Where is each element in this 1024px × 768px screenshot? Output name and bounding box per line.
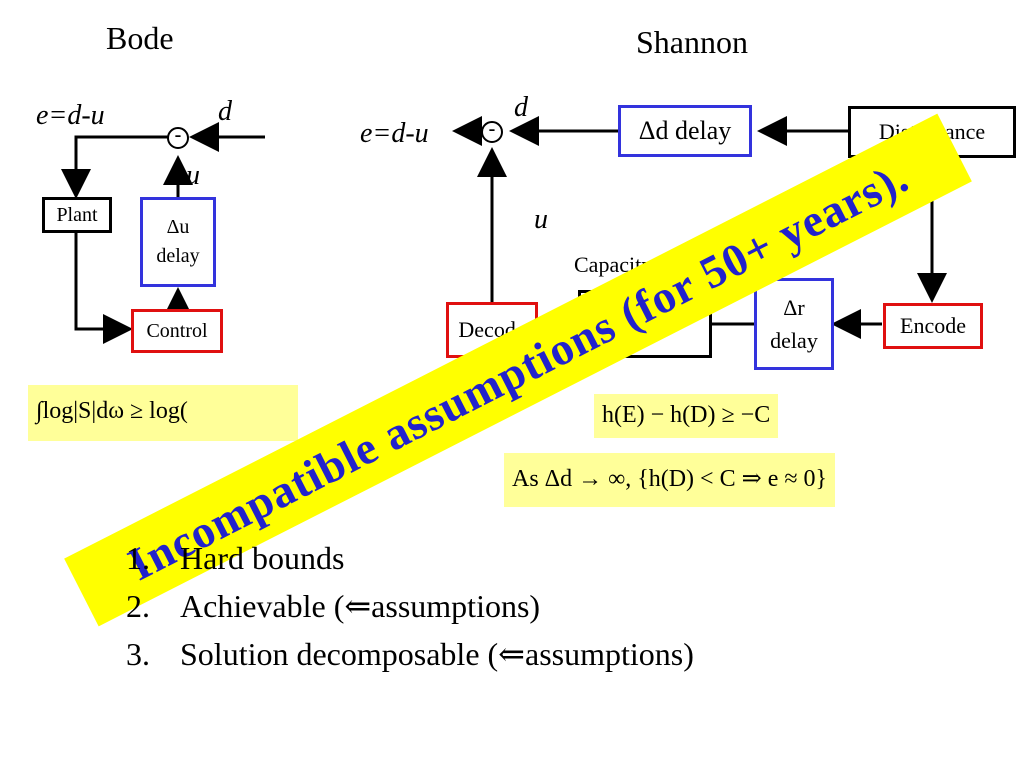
channel-delay-top: Δr	[783, 294, 805, 320]
list-item-number: 1.	[126, 540, 150, 576]
bode-control-label: u	[186, 160, 200, 191]
bode-summing-junction: -	[167, 125, 189, 149]
entropy-bound-equation: h(E) − h(D) ≥ −C	[594, 394, 779, 438]
numbered-list: 1. Hard bounds 2. Achievable (⇐assumptions…	[126, 534, 694, 678]
control-box: Control	[131, 309, 223, 353]
plant-box: Plant	[42, 197, 112, 233]
bode-title: Bode	[106, 20, 174, 56]
list-item-text: Achievable (⇐assumptions)	[180, 588, 541, 624]
channel-delay-bottom: delay	[770, 328, 818, 353]
shannon-control-label: u	[534, 204, 548, 235]
shannon-disturbance-label: d	[514, 92, 528, 123]
asymptotic-equation: As Δd → ∞, {h(D) < C ⇒ e ≈ 0}	[504, 453, 836, 507]
bode-disturbance-label: d	[218, 96, 232, 127]
bode-delay-top: Δu	[166, 216, 190, 238]
list-item-text: Hard bounds	[180, 540, 345, 576]
list-item: 3. Solution decomposable (⇐assumptions)	[126, 630, 694, 678]
bode-error-label: e=d-u	[36, 100, 105, 131]
list-item: 1. Hard bounds	[126, 534, 694, 582]
bode-delay-box: Δu delay	[140, 197, 216, 287]
list-item-number: 3.	[126, 636, 150, 672]
shannon-error-label: e=d-u	[360, 118, 429, 149]
list-item-text: Solution decomposable (⇐assumptions)	[180, 636, 694, 672]
channel-delay-box: Δr delay	[754, 278, 834, 370]
list-item-number: 2.	[126, 588, 150, 624]
list-item: 2. Achievable (⇐assumptions)	[126, 582, 694, 630]
bode-equation: ∫log|S|dω ≥ log(	[28, 385, 298, 441]
encode-box: Encode	[883, 303, 983, 349]
shannon-title: Shannon	[636, 24, 748, 60]
disturbance-delay-box: Δd delay	[618, 105, 752, 157]
shannon-summing-junction: -	[481, 119, 503, 143]
bode-delay-bottom: delay	[156, 245, 200, 267]
